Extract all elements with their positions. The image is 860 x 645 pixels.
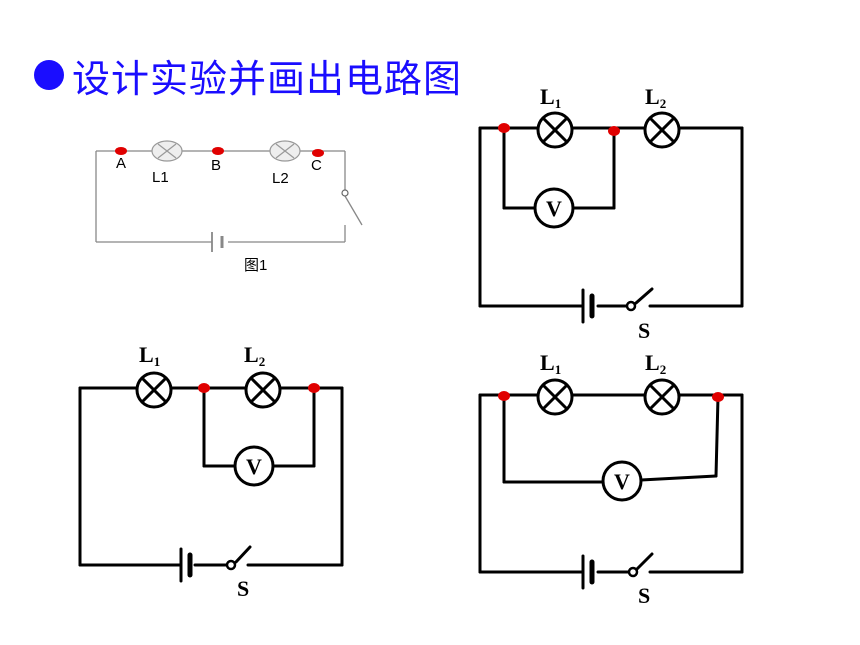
circuit3-voltmeter — [601, 460, 643, 502]
circuit1-lamp-l1 — [536, 111, 574, 149]
circuit3-switch-pivot — [627, 566, 639, 578]
circuit1-label-s: S — [638, 318, 650, 343]
circuit3-lamp-l1 — [536, 378, 574, 416]
slide-title: 设计实验并画出电路图 — [72, 56, 463, 101]
circuit3-node-dot-right — [712, 392, 724, 402]
figure1-lamp-l2 — [269, 140, 301, 162]
circuit2-node-dot-left — [198, 383, 210, 393]
circuit1-switch-blade — [634, 287, 654, 305]
circuit2-lamp-l2 — [244, 371, 282, 409]
figure1-switch-pivot — [341, 189, 349, 197]
circuit3-voltmeter-label: V — [614, 469, 630, 494]
circuit1-node-dot-right — [608, 126, 620, 136]
figure1-label-l1: L1 — [152, 169, 169, 186]
figure1-circuit — [95, 150, 363, 252]
circuit3-switch-blade — [635, 552, 654, 571]
circuit-bottom-right — [478, 393, 744, 590]
circuit3-label-l1: L1 — [540, 350, 561, 377]
figure1-label-l2: L2 — [272, 170, 289, 187]
figure1-label-c: C — [311, 157, 322, 174]
figure1-caption: 图1 — [244, 257, 267, 274]
bullet-icon — [34, 60, 64, 90]
circuit2-label-l2: L2 — [244, 342, 265, 369]
circuit1-voltmeter — [533, 187, 575, 229]
figure1-label-a: A — [116, 155, 126, 172]
circuit-bottom-left — [78, 386, 344, 583]
figure1-switch — [344, 195, 363, 226]
figure1-label-b: B — [211, 157, 221, 174]
circuit1-node-dot-left — [498, 123, 510, 133]
circuit1-switch-pivot — [625, 300, 637, 312]
circuit1-lamp-l2 — [643, 111, 681, 149]
circuit-top-right — [478, 126, 744, 324]
circuit3-lamp-l2 — [643, 378, 681, 416]
circuit2-voltmeter — [233, 445, 275, 487]
figure1-lamp-l1 — [151, 140, 183, 162]
circuit2-label-s: S — [237, 576, 249, 601]
figure1-point-c-dot — [312, 149, 324, 157]
figure1-point-b-dot — [212, 147, 224, 155]
circuit2-voltmeter-label: V — [246, 454, 262, 479]
circuit3-label-l2: L2 — [645, 350, 666, 377]
circuit2-switch-blade — [234, 545, 252, 564]
circuit3-node-dot-left — [498, 391, 510, 401]
circuit2-node-dot-right — [308, 383, 320, 393]
figure1-point-a-dot — [115, 147, 127, 155]
circuit2-label-l1: L1 — [139, 342, 160, 369]
circuit1-label-l2: L2 — [645, 84, 666, 111]
circuit1-voltmeter-label: V — [546, 196, 562, 221]
circuit3-label-s: S — [638, 583, 650, 608]
circuit2-lamp-l1 — [135, 371, 173, 409]
circuit2-switch-pivot — [225, 559, 237, 571]
slide-title-row: 设计实验并画出电路图 — [34, 50, 463, 101]
circuit1-label-l1: L1 — [540, 84, 561, 111]
